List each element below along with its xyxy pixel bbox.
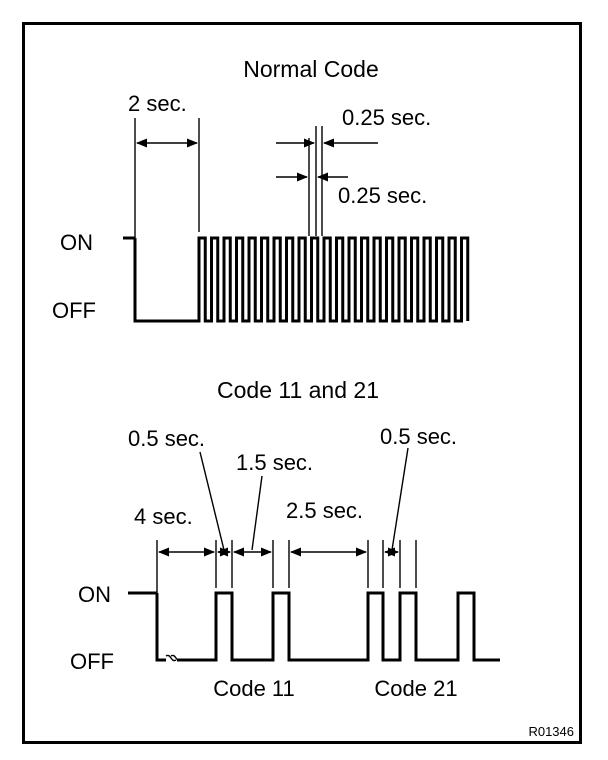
code-11-label: Code 11: [213, 676, 295, 701]
code-dim-15-label: 1.5 sec.: [236, 450, 313, 475]
code-dim-05a-label: 0.5 sec.: [128, 426, 205, 451]
code-dim-25-label: 2.5 sec.: [286, 498, 363, 523]
normal-dim-025-on-label: 0.25 sec.: [342, 105, 431, 130]
code-off-label: OFF: [70, 649, 114, 674]
code-leader-15: [251, 475, 263, 551]
code-21-label: Code 21: [374, 676, 457, 701]
code-dim-05b-label: 0.5 sec.: [380, 424, 457, 449]
code-leader-05b: [391, 447, 409, 551]
normal-code-section: Normal Code ON OFF 2 sec. 0.25 sec. 0.25…: [52, 56, 470, 323]
normal-dim-2sec-label: 2 sec.: [128, 91, 187, 116]
normal-off-label: OFF: [52, 298, 96, 323]
code-wave-break-mark-a: [165, 654, 177, 662]
normal-code-waveform: [133, 236, 470, 323]
figure-id: R01346: [528, 724, 574, 739]
normal-on-label: ON: [60, 230, 93, 255]
normal-dim-025-off-label: 0.25 sec.: [338, 183, 427, 208]
code-11-21-title: Code 11 and 21: [217, 377, 379, 403]
code-leader-05a: [199, 451, 225, 551]
code-on-label: ON: [78, 582, 111, 607]
code-11-21-waveform: [177, 591, 500, 662]
normal-code-title: Normal Code: [243, 56, 379, 82]
code-dim-4sec-label: 4 sec.: [134, 504, 193, 529]
code-11-21-section: Code 11 and 21 ON OFF 0.5 sec. 1.5 sec.: [70, 377, 500, 701]
code-wave-lead-in: [155, 593, 166, 662]
